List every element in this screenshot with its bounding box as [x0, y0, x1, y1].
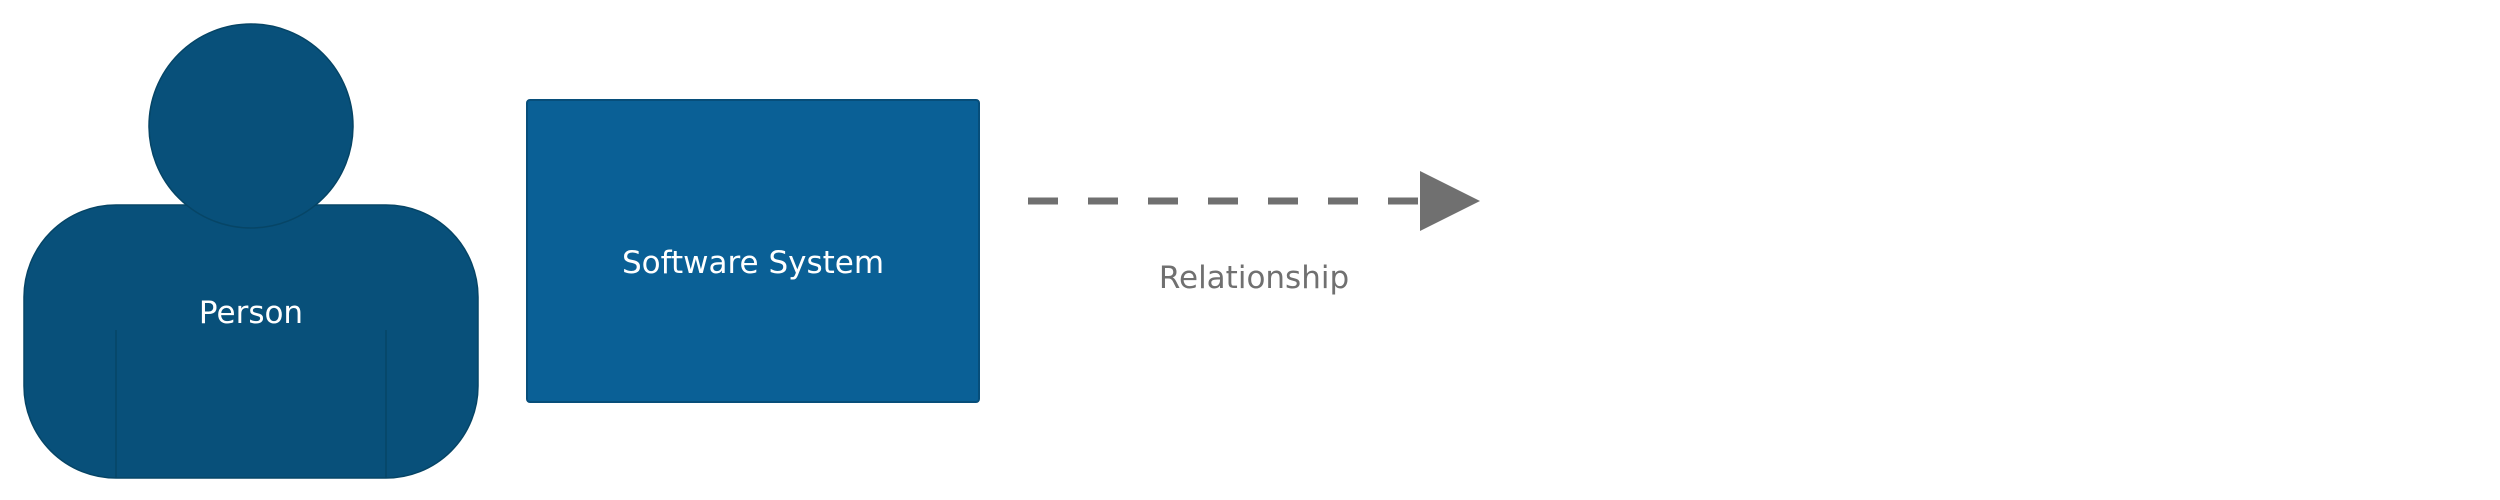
- person-element[interactable]: Person: [23, 23, 479, 479]
- person-body: [23, 204, 479, 479]
- software-system-box: [526, 99, 980, 403]
- relationship-arrowhead-icon: [1420, 171, 1480, 231]
- relationship-element[interactable]: Relationship: [1028, 171, 1480, 296]
- person-label: Person: [199, 295, 303, 331]
- software-system-label: Software System: [622, 245, 884, 281]
- software-system-element[interactable]: Software System: [526, 99, 980, 403]
- relationship-label: Relationship: [1159, 260, 1349, 296]
- person-head: [148, 23, 354, 229]
